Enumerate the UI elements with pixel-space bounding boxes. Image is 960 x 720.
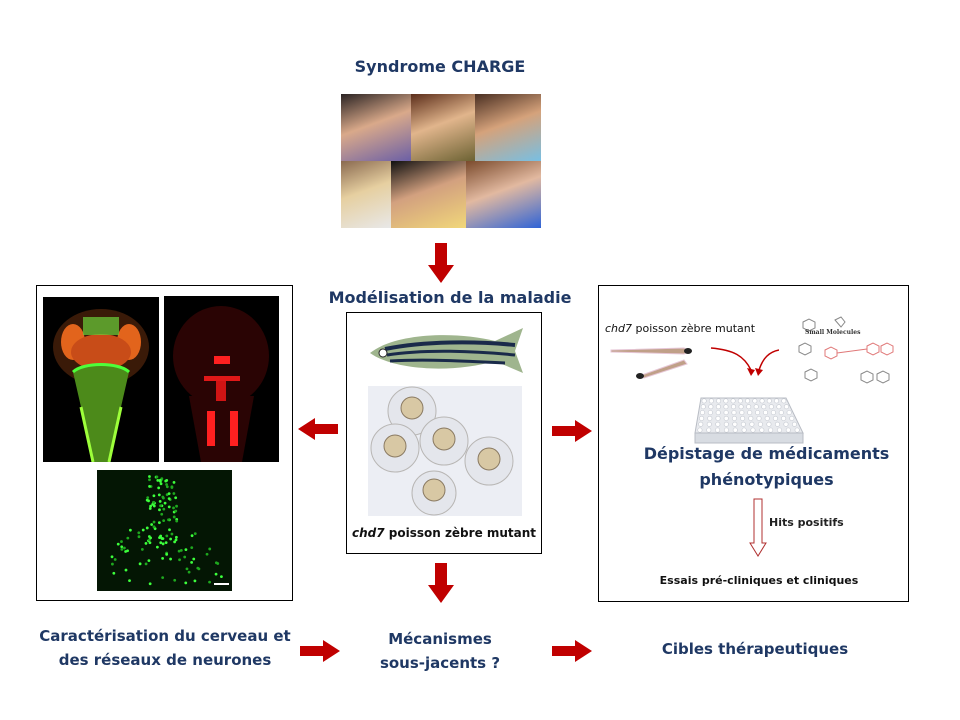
small-molecules-label: Small Molecules [805,329,861,336]
converging-arrows-icon [710,347,779,376]
arrow-right-icon [552,640,592,662]
mutant-text: poisson zèbre mutant [632,322,756,335]
larvae-image [610,347,693,379]
brain-image-green-red [43,297,159,462]
modeling-title: Modélisation de la maladie [328,288,572,307]
brain-image-red [164,296,279,462]
hits-label: Hits positifs [769,516,844,529]
patient-photo-grid [341,94,541,228]
arrow-down-icon [428,243,454,283]
mutant-caption: chd7 poisson zèbre mutant [347,526,541,540]
patient-photo [475,94,541,161]
trials-label: Essais pré-cliniques et cliniques [659,574,859,587]
label-line: des réseaux de neurones [58,651,272,669]
gene-name: chd7 [351,526,385,540]
scale-bar [214,583,229,585]
arrow-left-icon [298,418,338,440]
label-line: Caractérisation du cerveau et [39,627,291,645]
patient-photo [341,94,411,161]
zebrafish-model-box: chd7 poisson zèbre mutant [346,312,542,554]
patient-photo [411,94,475,161]
hollow-arrow-down-icon [749,498,767,557]
therapeutic-targets-label: Cibles thérapeutiques [661,640,849,658]
zebrafish-embryos-image [368,386,522,516]
label-line: Mécanismes [388,630,492,648]
well-plate-image [694,397,804,444]
arrow-right-icon [300,640,340,662]
syndrome-title: Syndrome CHARGE [354,57,526,76]
drug-screening-box: chd7 poisson zèbre mutant Small Molecule… [598,285,909,602]
neuron-network-image [97,470,232,591]
label-line: sous-jacents ? [379,654,501,672]
patient-photo [341,161,391,228]
brain-characterization-label: Caractérisation du cerveau et des réseau… [22,624,308,672]
patient-photo [466,161,541,228]
caption-text: poisson zèbre mutant [384,526,537,540]
drug-screening-title-line1: Dépistage de médicaments [643,444,890,463]
zebrafish-adult-image [370,328,523,373]
drug-screening-title-line2: phénotypiques [699,470,834,489]
arrow-down-icon [428,563,454,603]
arrow-right-icon [552,420,592,442]
mutant-label: chd7 poisson zèbre mutant [605,322,755,335]
patient-photo [391,161,466,228]
mechanisms-label: Mécanismes sous-jacents ? [360,627,520,675]
small-molecules-image: Small Molecules [795,316,895,406]
brain-imaging-box [36,285,293,601]
gene-name: chd7 [605,322,633,335]
